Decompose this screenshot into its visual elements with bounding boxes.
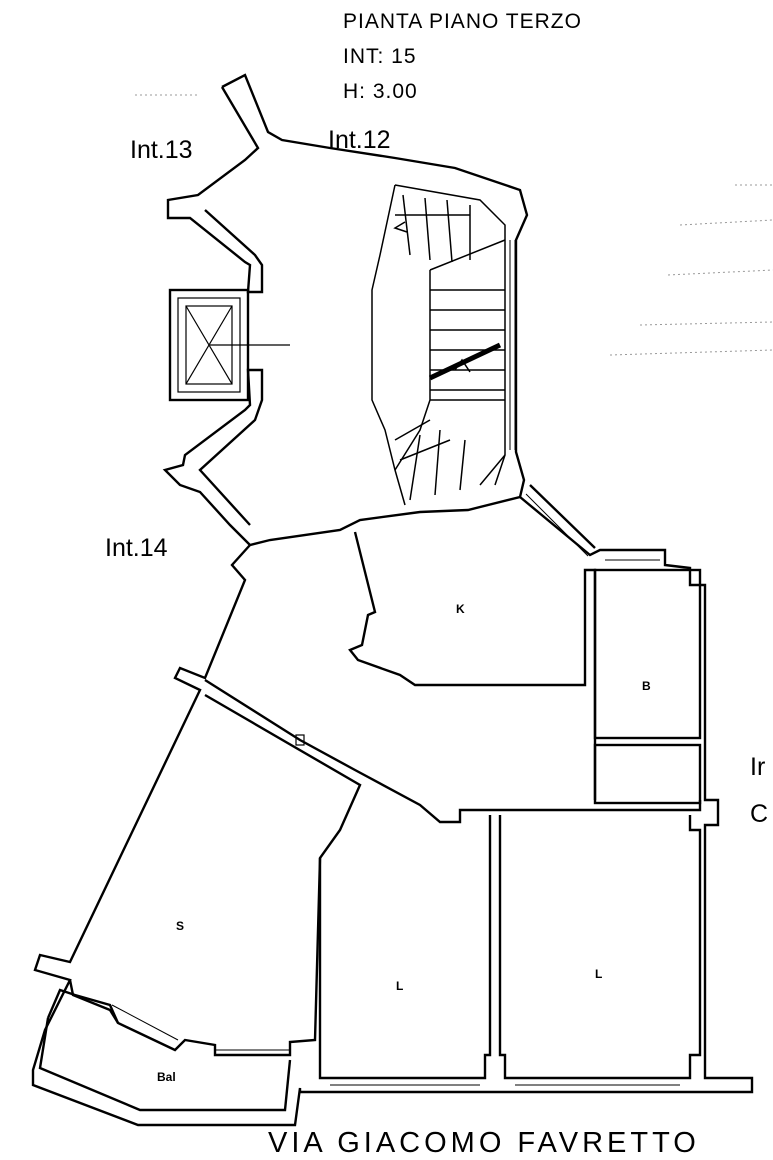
plan-header: PIANTA PIANO TERZO INT: 15 H: 3.00 <box>343 10 582 103</box>
ceiling-height: H: 3.00 <box>343 80 418 103</box>
living-room-walls <box>68 693 362 1057</box>
kitchen-walls <box>348 531 597 800</box>
window <box>111 1004 179 1041</box>
unit-label-12: Int.12 <box>328 126 391 154</box>
unit-label-14: Int.14 <box>105 534 168 562</box>
room-label-bedroom-2: L <box>595 967 602 981</box>
hall-window-wall <box>529 484 596 549</box>
room-label-balcony: Bal <box>157 1070 176 1084</box>
room-label-bathroom: B <box>642 679 651 693</box>
corridor-wall <box>204 678 702 824</box>
bedroom-1-walls <box>318 815 492 1080</box>
hall-upper-left-wall <box>166 86 264 294</box>
unit-label-partial-2: C <box>750 800 768 828</box>
street-name: VIA GIACOMO FAVRETTO <box>268 1127 700 1159</box>
room-label-bedroom-1: L <box>396 979 403 993</box>
unit-number: INT: 15 <box>343 45 417 68</box>
stairwell-core <box>162 73 529 547</box>
scan-artifacts <box>135 94 773 356</box>
left-arrow-icon <box>393 221 408 233</box>
unit-label-13: Int.13 <box>130 136 193 164</box>
balcony-walls <box>38 988 292 1112</box>
apartment-int-15 <box>31 484 754 1127</box>
stair-direction-arrow <box>428 342 502 381</box>
stair-treads <box>394 194 506 501</box>
apartment-perimeter <box>31 496 754 1127</box>
room-label-kitchen: K <box>456 602 465 616</box>
up-arrow-icon <box>454 358 471 373</box>
unit-label-partial-1: Ir <box>750 753 765 781</box>
column-marker <box>295 734 305 746</box>
room-label-living: S <box>176 919 184 933</box>
storage-room <box>593 743 702 805</box>
bathroom-walls <box>593 568 702 740</box>
bedroom-2-walls <box>498 815 702 1080</box>
plan-title: PIANTA PIANO TERZO <box>343 10 582 33</box>
